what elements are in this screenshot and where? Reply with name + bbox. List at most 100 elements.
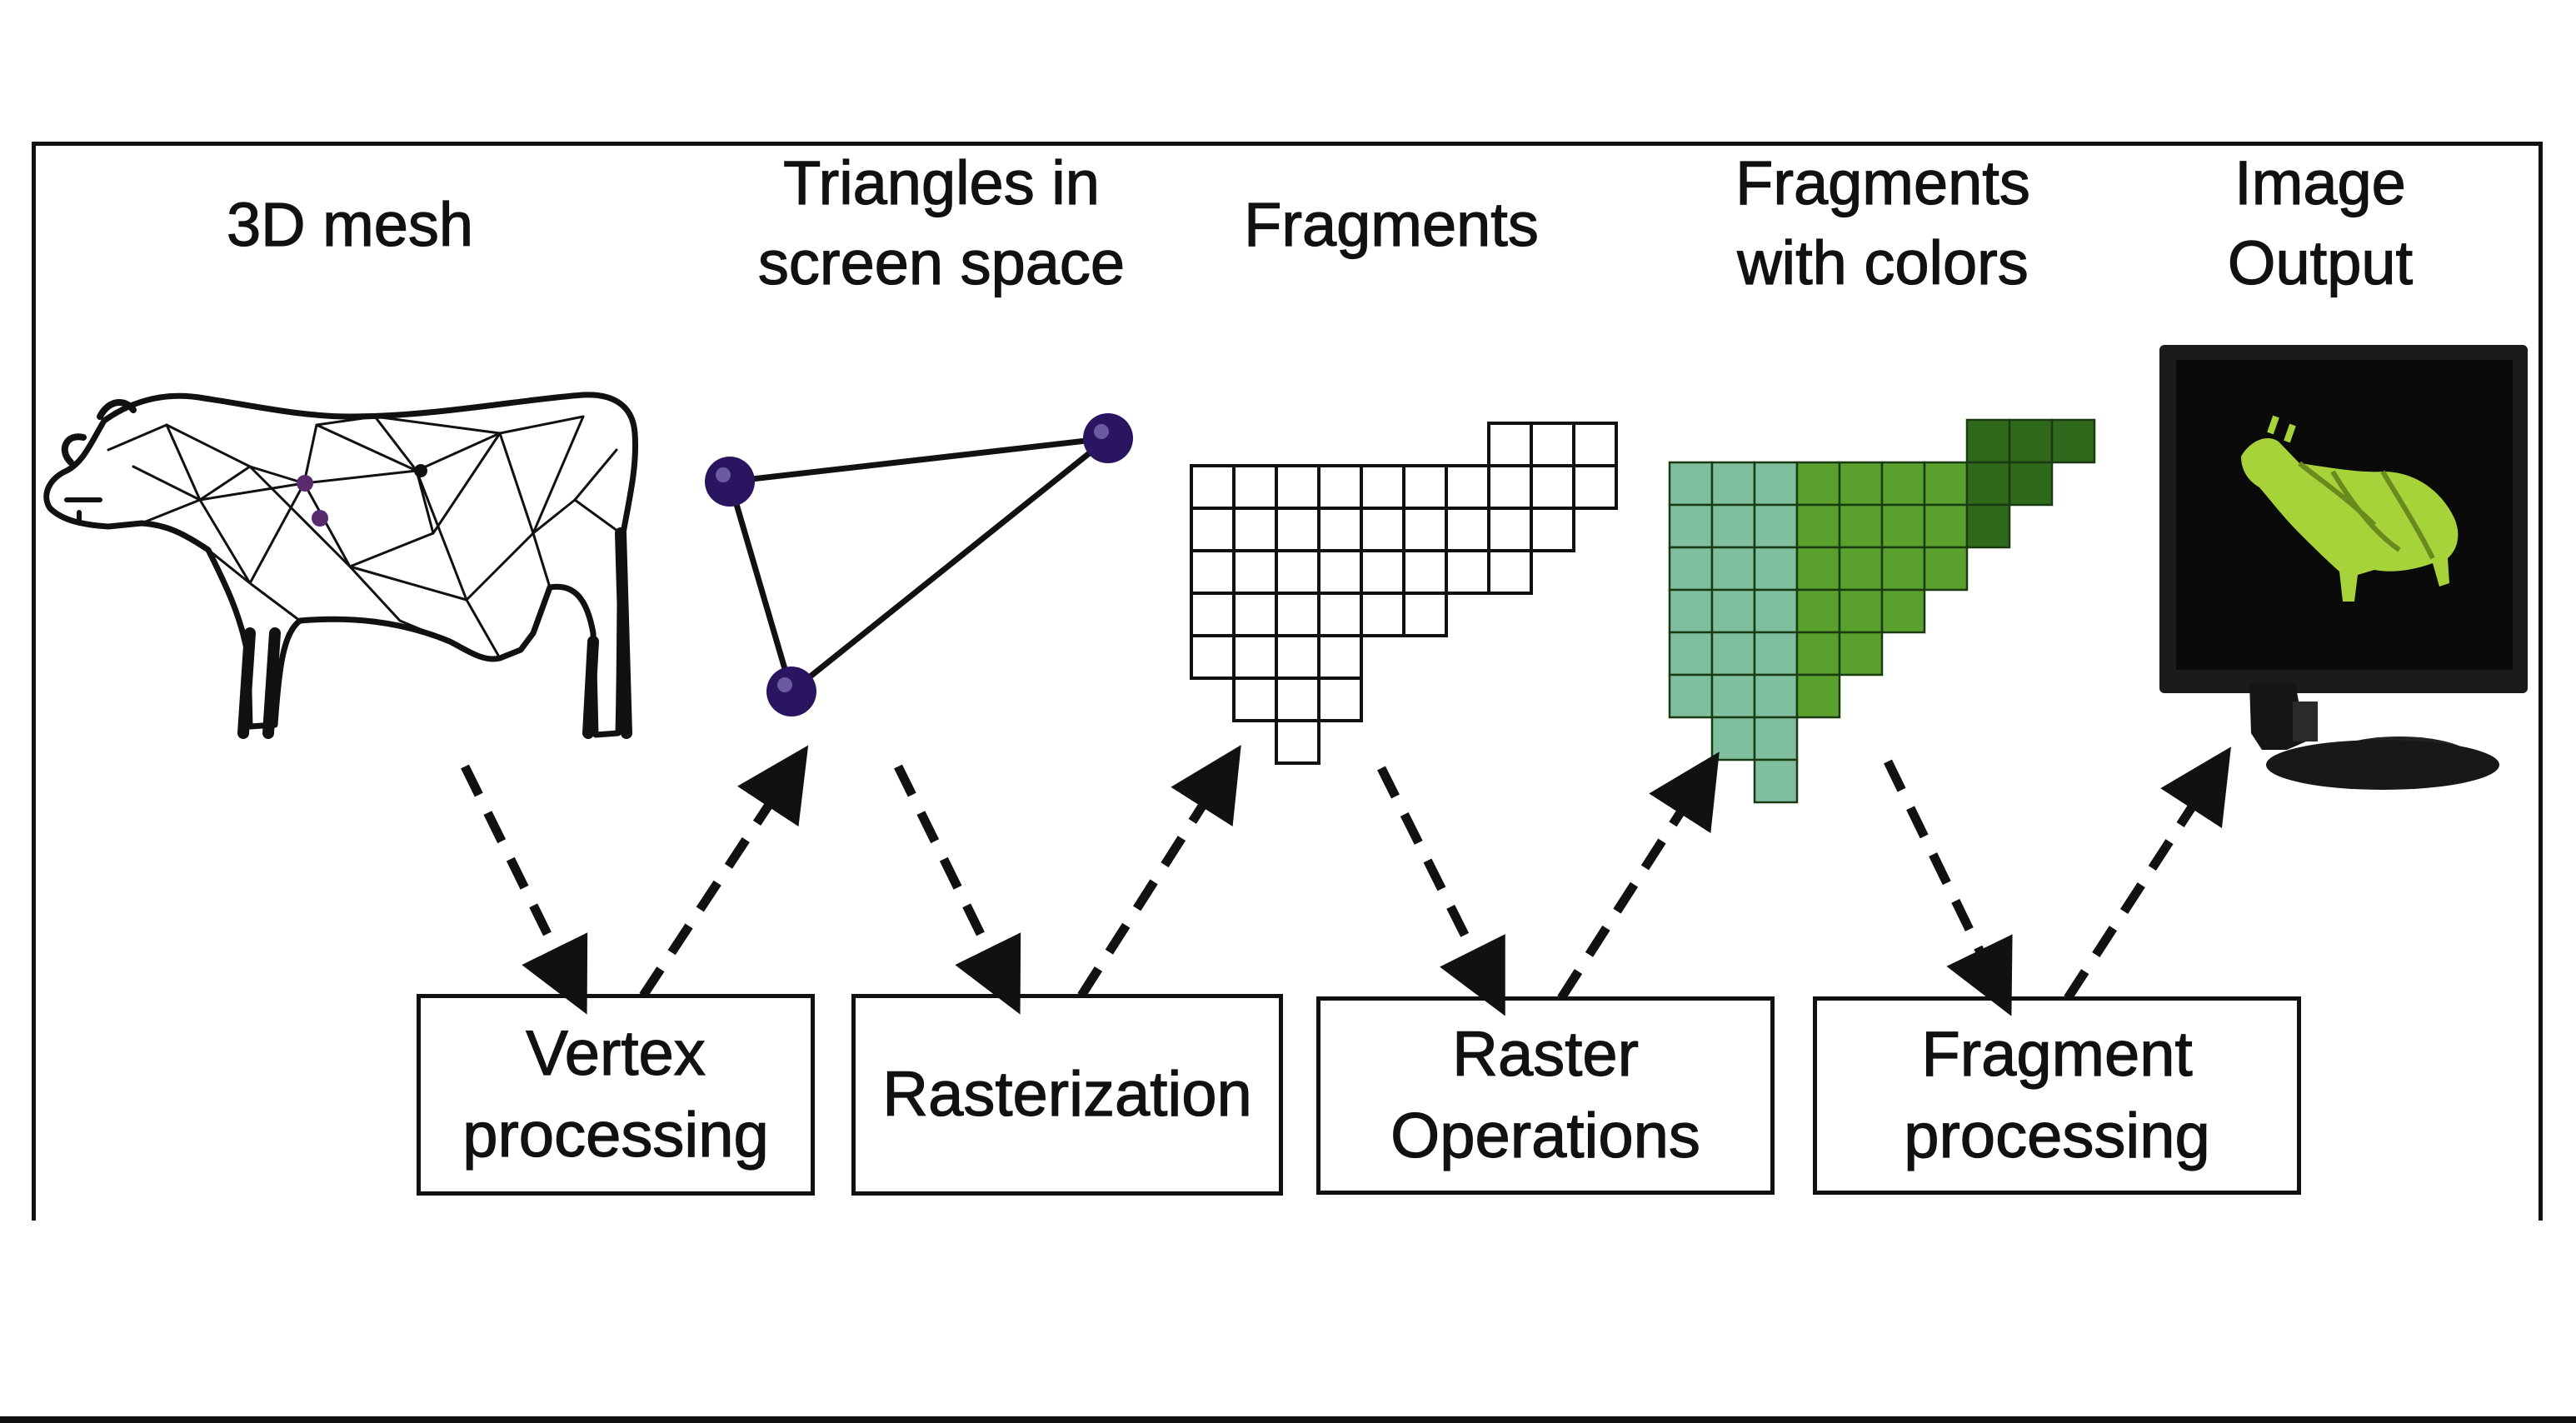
- fragment-cell: [1880, 461, 1926, 507]
- fragment-cell: [1317, 592, 1363, 637]
- fragment-cell: [1402, 592, 1448, 637]
- fragment-cell: [1275, 549, 1320, 595]
- fragment-cell: [1360, 507, 1405, 552]
- fragment-cell: [1753, 588, 1799, 634]
- fragment-cell: [1530, 464, 1575, 510]
- fragment-cell: [1710, 546, 1756, 592]
- fragment-cell: [1880, 503, 1926, 549]
- fragment-cell: [1402, 549, 1448, 595]
- fragment-cell: [1402, 464, 1448, 510]
- fragment-cell: [1668, 546, 1714, 592]
- fragment-cell: [1445, 464, 1490, 510]
- triangle-vertex: [766, 667, 816, 716]
- fragment-cell: [1795, 461, 1841, 507]
- fragment-cell: [1710, 503, 1756, 549]
- fragment-cell: [1753, 716, 1799, 761]
- fragment-cell: [1838, 588, 1884, 634]
- fragment-cell: [1232, 549, 1278, 595]
- fragment-cell: [1232, 677, 1278, 722]
- dashed-arrows: [461, 745, 2231, 1016]
- fragment-cell: [1487, 464, 1533, 510]
- fragment-cell: [1795, 588, 1841, 634]
- fragment-cell: [1232, 507, 1278, 552]
- fragment-cell: [1190, 549, 1236, 595]
- stage-title-3d-mesh: 3D mesh: [226, 189, 474, 259]
- cow-mesh-icon: [43, 392, 638, 739]
- bottom-rule: [0, 1416, 2576, 1423]
- fragment-cell: [1668, 588, 1714, 634]
- fragment-cell: [1572, 422, 1618, 467]
- triangle-vertex: [1083, 413, 1133, 463]
- fragment-cell: [1838, 546, 1884, 592]
- arrow-fragments-to-rop: [1377, 766, 1505, 1016]
- fragment-cell: [1317, 677, 1363, 722]
- fragment-cell: [1923, 546, 1969, 592]
- process-box-raster-operations: Raster Operations: [1316, 996, 1775, 1195]
- arrow-fragment-to-image: [2064, 746, 2231, 1001]
- fragment-cell: [1232, 634, 1278, 680]
- fragment-cell: [2050, 418, 2096, 464]
- fragment-cell: [1317, 549, 1363, 595]
- fragment-cell: [1572, 464, 1618, 510]
- stage-title-triangles: Triangles in screen space: [757, 147, 1126, 297]
- process-box-rasterization: Rasterization: [851, 994, 1283, 1196]
- fragment-cell: [1965, 461, 2011, 507]
- fragment-cell: [1317, 507, 1363, 552]
- fragment-cell: [2008, 418, 2054, 464]
- fragment-cell: [1753, 461, 1799, 507]
- fragment-cell: [1923, 503, 1969, 549]
- rendered-cow: [2241, 438, 2459, 602]
- fragment-cell: [1317, 464, 1363, 510]
- fragment-cell: [1753, 758, 1799, 804]
- fragment-cell: [1710, 631, 1756, 677]
- fragment-cell: [2008, 461, 2054, 507]
- fragment-cell: [1965, 418, 2011, 464]
- stage-title-fragments-with-colors: Fragments with colors: [1735, 147, 2031, 297]
- fragment-cell: [1710, 673, 1756, 719]
- process-box-vertex-processing: Vertex processing: [417, 994, 815, 1196]
- fragment-cell: [1487, 507, 1533, 552]
- fragment-cell: [1232, 464, 1278, 510]
- fragment-cell: [1668, 461, 1714, 507]
- fragment-cell: [1275, 719, 1320, 765]
- fragment-cell: [1753, 546, 1799, 592]
- arrow-raster-to-fragments: [1077, 745, 1241, 998]
- fragment-cell: [1190, 634, 1236, 680]
- fragment-cell: [1360, 549, 1405, 595]
- fragment-cell: [1487, 549, 1533, 595]
- arrow-vertex-to-triangles: [639, 745, 809, 999]
- fragment-cell: [1795, 546, 1841, 592]
- arrow-mesh-to-vertex: [461, 764, 588, 1015]
- stage-title-fragments: Fragments: [1244, 189, 1540, 259]
- fragment-cell: [1668, 503, 1714, 549]
- fragment-cell: [1795, 673, 1841, 719]
- fragment-cell: [1795, 631, 1841, 677]
- fragment-cell: [1753, 673, 1799, 719]
- fragment-cell: [1275, 592, 1320, 637]
- fragment-cell: [1880, 588, 1926, 634]
- fragment-cell: [1487, 422, 1533, 467]
- fragment-cell: [1190, 507, 1236, 552]
- fragment-cell: [1360, 592, 1405, 637]
- fragment-cell: [1753, 631, 1799, 677]
- fragment-cell: [1710, 588, 1756, 634]
- fragment-cell: [1880, 546, 1926, 592]
- arrow-rop-to-colored: [1557, 751, 1720, 1001]
- fragment-cell: [1965, 503, 2011, 549]
- fragment-cell: [1402, 507, 1448, 552]
- stage-title-image-output: Image Output: [2227, 147, 2414, 297]
- fragment-cell: [1530, 422, 1575, 467]
- fragment-cell: [1275, 464, 1320, 510]
- fragment-cell: [1838, 461, 1884, 507]
- monitor-icon: [2159, 345, 2528, 790]
- arrow-colored-to-fragment: [1884, 759, 2013, 1016]
- triangle-vertex: [705, 457, 755, 507]
- fragment-cell: [1360, 464, 1405, 510]
- fragment-cell: [1190, 464, 1236, 510]
- colored-fragments-grid: [1668, 418, 2096, 804]
- triangle-screen-space-icon: [705, 413, 1133, 716]
- fragment-cell: [1795, 503, 1841, 549]
- arrow-triangles-to-raster: [894, 764, 1021, 1015]
- fragment-cell: [1668, 631, 1714, 677]
